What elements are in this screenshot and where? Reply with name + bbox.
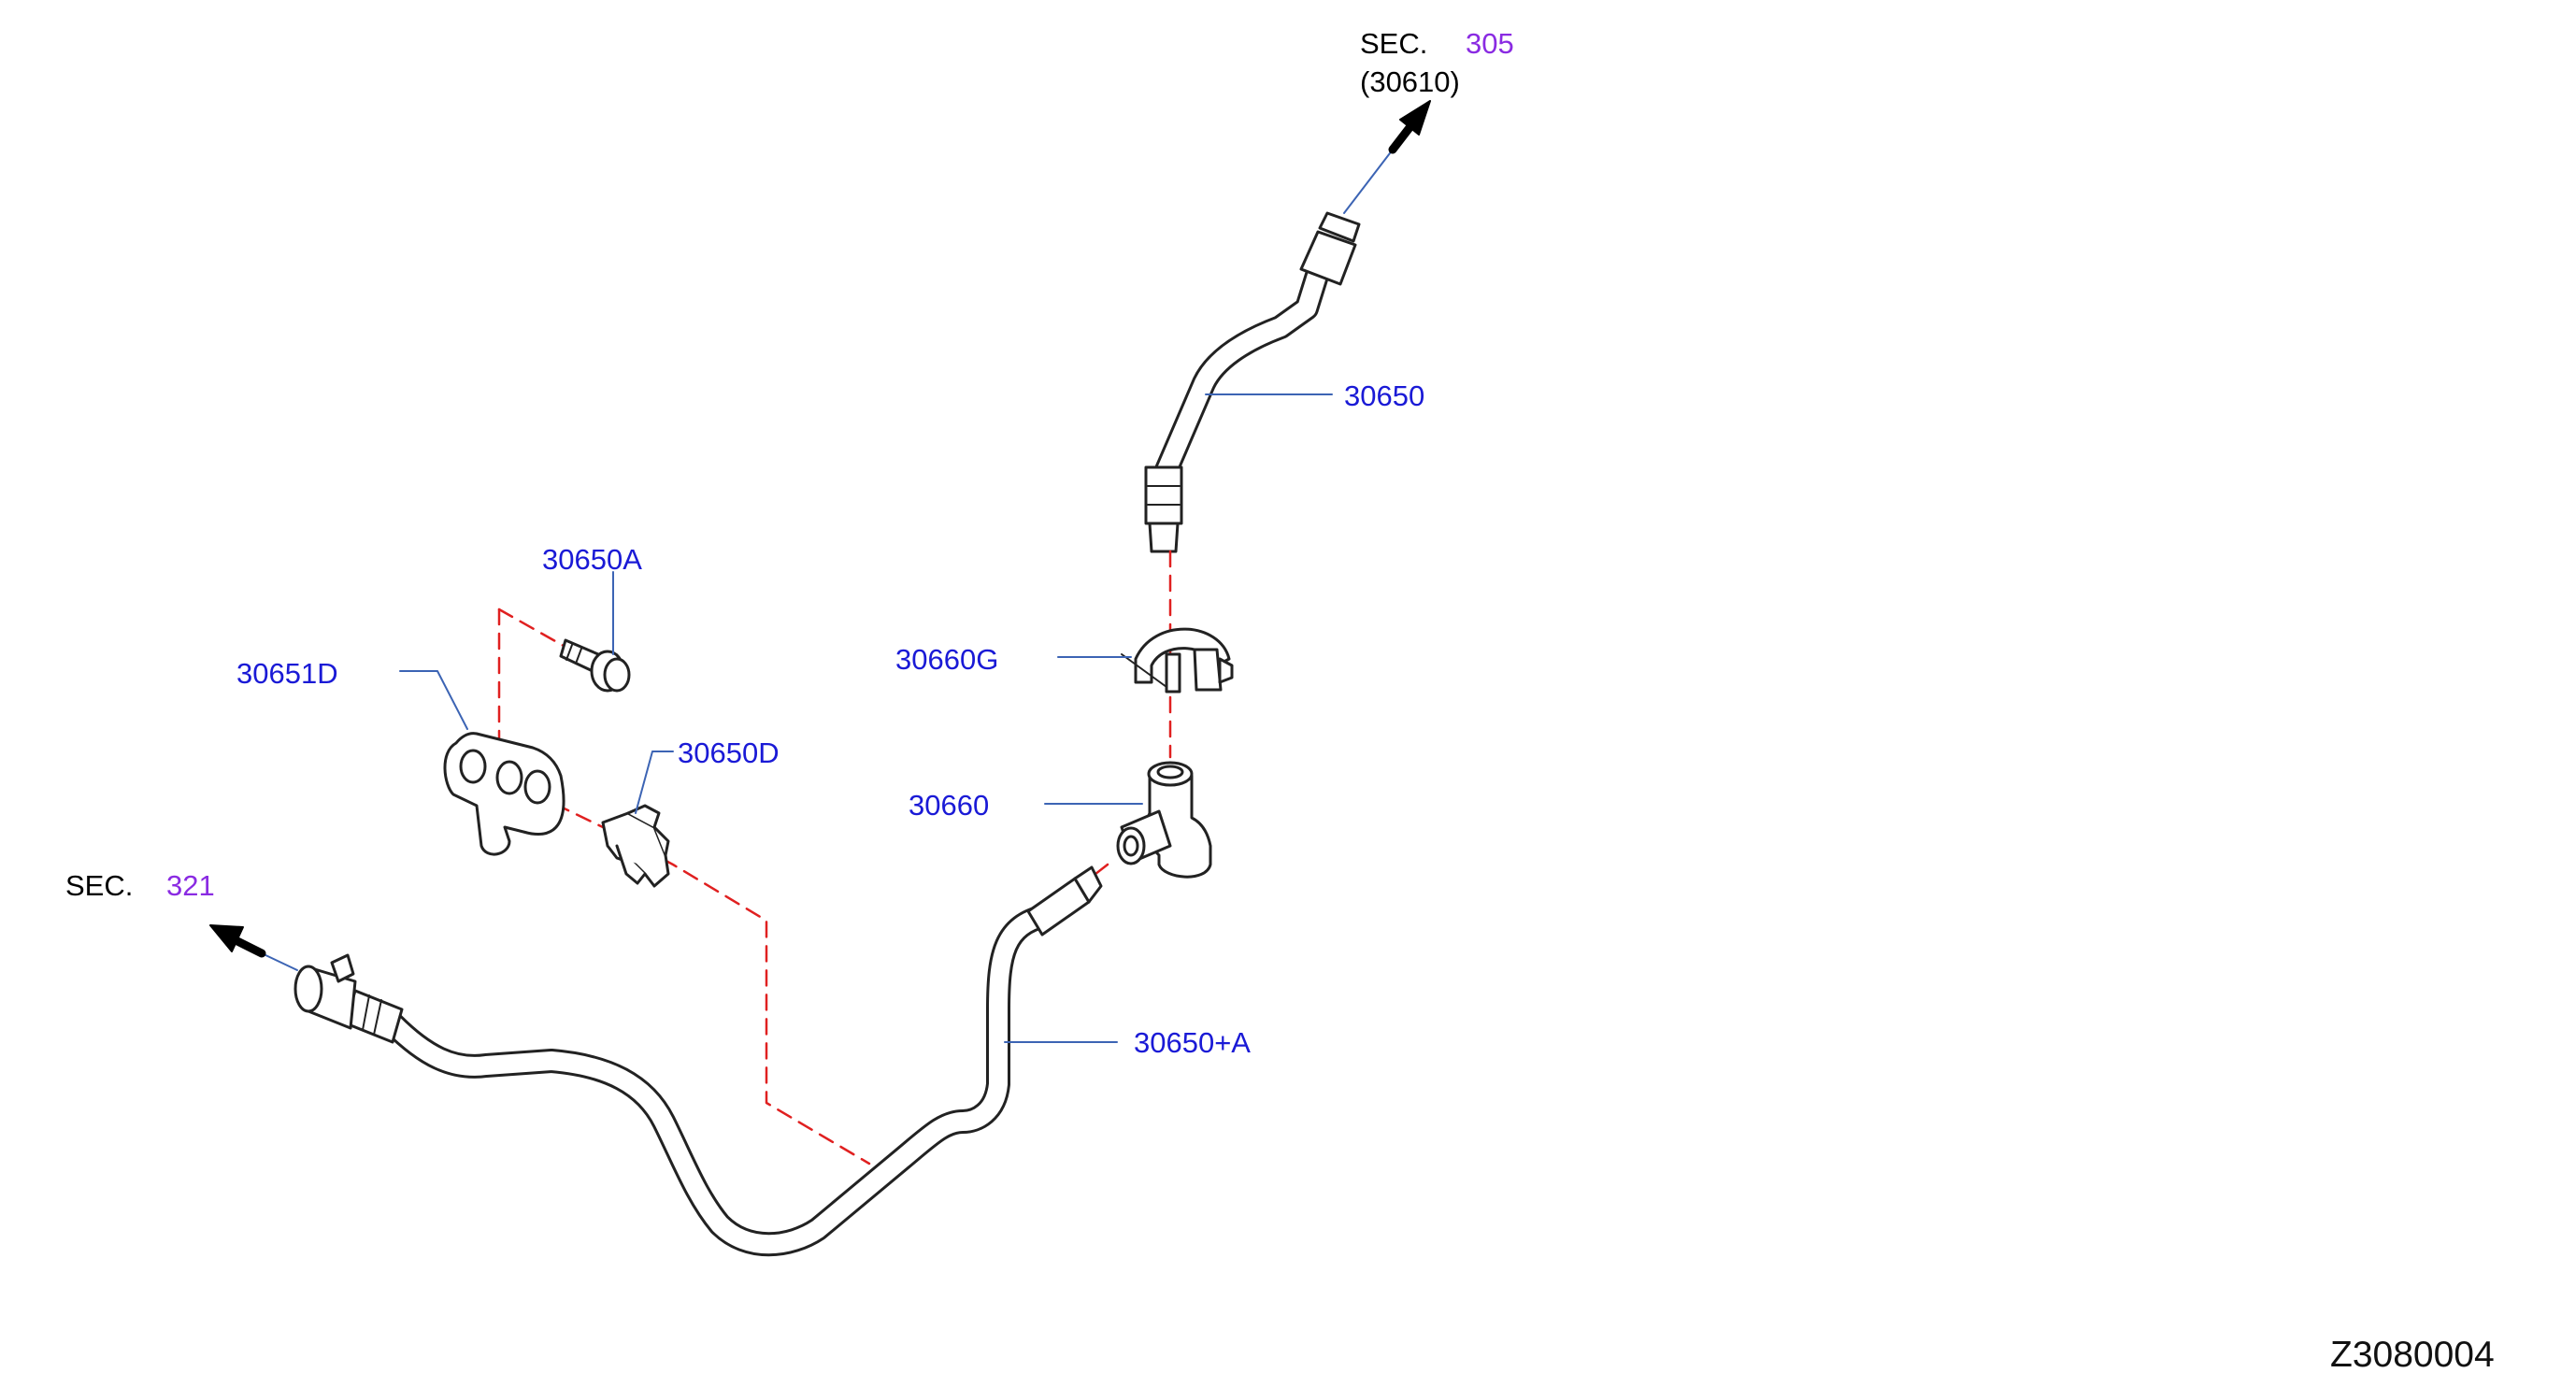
part-label-30650d[interactable]: 30650D bbox=[678, 736, 780, 769]
clip-30650d bbox=[601, 804, 670, 888]
bracket-30651d bbox=[443, 732, 565, 856]
bolt-30650a bbox=[559, 638, 631, 693]
arrow-sec-305 bbox=[1343, 100, 1431, 214]
hose-upper-30650 bbox=[1144, 211, 1361, 553]
hose-lower-30650a bbox=[293, 865, 1103, 1257]
sec-321-number[interactable]: 321 bbox=[166, 869, 215, 902]
sec-321-prefix: SEC. bbox=[65, 869, 134, 902]
part-label-30650-a[interactable]: 30650+A bbox=[1134, 1026, 1251, 1059]
part-label-30650[interactable]: 30650 bbox=[1344, 379, 1425, 412]
diagram-code: Z3080004 bbox=[2330, 1335, 2495, 1375]
part-label-30660g[interactable]: 30660G bbox=[895, 643, 999, 676]
leader-lines bbox=[399, 393, 1333, 1043]
connector-30660 bbox=[1116, 761, 1212, 879]
part-label-30651d[interactable]: 30651D bbox=[236, 657, 338, 690]
clip-30660g bbox=[1121, 627, 1234, 694]
part-label-30650a[interactable]: 30650A bbox=[542, 543, 642, 576]
sec-305-subref: (30610) bbox=[1360, 65, 1460, 98]
part-label-30660[interactable]: 30660 bbox=[909, 789, 990, 822]
arrow-sec-321 bbox=[209, 924, 298, 971]
sec-305-prefix: SEC. bbox=[1360, 27, 1428, 60]
sec-305-number[interactable]: 305 bbox=[1466, 27, 1514, 60]
